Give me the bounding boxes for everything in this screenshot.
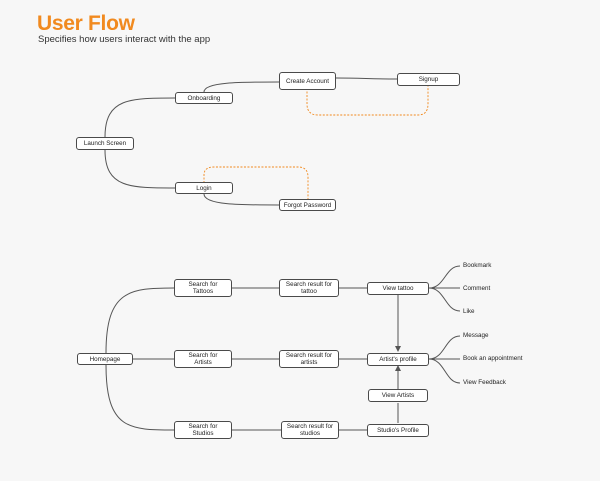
result-studios-node: Search result for studios bbox=[281, 421, 339, 439]
search-studios-node: Search for Studios bbox=[174, 421, 232, 439]
view-tattoo-node: View tattoo bbox=[367, 282, 429, 295]
connector-tattoo-like bbox=[428, 287, 461, 312]
result-artists-node: Search result for artists bbox=[279, 350, 339, 368]
connector-home-tattoos bbox=[105, 287, 175, 354]
book-appointment-label: Book an appointment bbox=[463, 355, 523, 362]
like-label: Like bbox=[463, 308, 475, 315]
connector-launch-login bbox=[104, 149, 176, 189]
dotted-create-signup bbox=[306, 86, 429, 116]
comment-label: Comment bbox=[463, 285, 491, 292]
message-label: Message bbox=[463, 332, 489, 339]
page-subtitle: Specifies how users interact with the ap… bbox=[38, 34, 211, 45]
page-title: User Flow bbox=[37, 12, 135, 35]
homepage-node: Homepage bbox=[77, 353, 133, 365]
login-node: Login bbox=[175, 182, 233, 194]
view-artists-node: View Artists bbox=[368, 389, 428, 402]
create-account-node: Create Account bbox=[279, 72, 336, 90]
connector-artist-feedback bbox=[428, 358, 461, 384]
launch-screen-node: Launch Screen bbox=[76, 137, 134, 150]
connector-login-forgot bbox=[203, 193, 280, 206]
onboarding-node: Onboarding bbox=[175, 92, 233, 104]
connector-home-studios bbox=[105, 364, 175, 431]
connector-launch-onboarding bbox=[104, 97, 176, 138]
forgot-password-node: Forgot Password bbox=[279, 199, 336, 211]
studio-profile-node: Studio's Profile bbox=[367, 424, 429, 437]
artist-profile-node: Artist's profile bbox=[367, 353, 429, 366]
connector-create-signup bbox=[335, 77, 398, 80]
signup-node: Signup bbox=[397, 73, 460, 86]
search-artists-node: Search for Artists bbox=[174, 350, 232, 368]
connector-tattoo-bookmark bbox=[428, 265, 461, 289]
connector-onboarding-create bbox=[203, 81, 280, 93]
connector-artist-message bbox=[428, 335, 461, 360]
dotted-login-forgot bbox=[203, 166, 309, 199]
bookmark-label: Bookmark bbox=[463, 262, 492, 269]
result-tattoo-node: Search result for tattoo bbox=[279, 279, 339, 297]
view-feedback-label: View Feedback bbox=[463, 379, 506, 386]
search-tattoos-node: Search for Tattoos bbox=[174, 279, 232, 297]
